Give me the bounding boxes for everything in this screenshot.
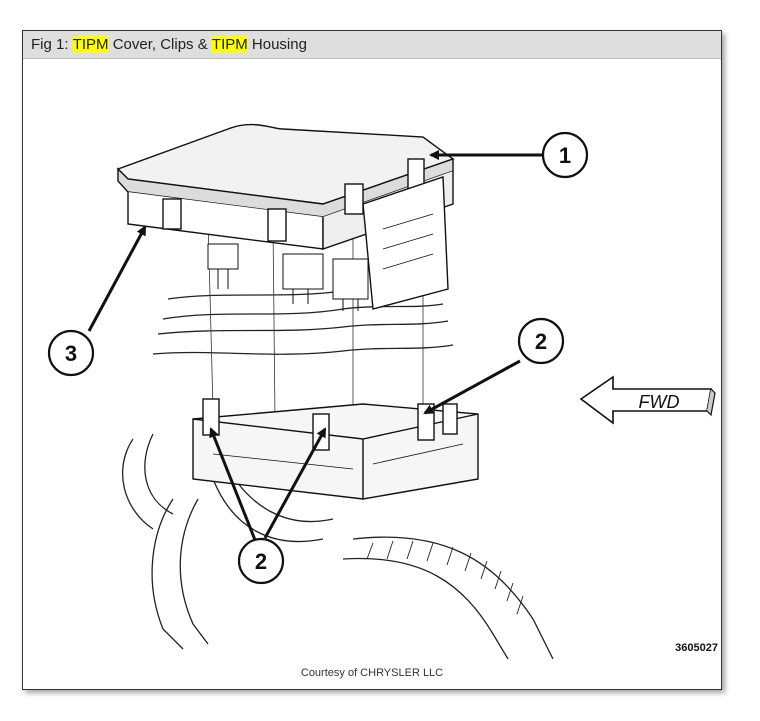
callout-2-bottom-label: 2	[255, 549, 267, 574]
caption-highlight-tipm-1: TIPM	[72, 36, 109, 53]
callout-1: 1	[541, 131, 589, 179]
caption-suffix: Housing	[247, 36, 307, 53]
figure-frame: Fig 1: TIPM Cover, Clips & TIPM Housing	[22, 30, 722, 690]
caption-middle: Cover, Clips &	[108, 36, 212, 53]
figure-caption: Fig 1: TIPM Cover, Clips & TIPM Housing	[23, 31, 721, 59]
figure-number: 3605027	[675, 642, 718, 654]
callout-3: 3	[47, 329, 95, 377]
caption-prefix: Fig 1:	[31, 36, 73, 53]
forward-direction-arrow: FWD	[579, 375, 716, 425]
callout-3-label: 3	[65, 341, 77, 366]
courtesy-credit: Courtesy of CHRYSLER LLC	[300, 667, 444, 679]
callout-1-label: 1	[559, 143, 571, 168]
tipm-exploded-diagram: 1 2 3 2 FWD 3605027	[47, 123, 718, 659]
callout-arrows	[87, 150, 543, 541]
callout-2-bottom: 2	[237, 537, 285, 585]
callout-2-right: 2	[517, 317, 565, 365]
tipm-housing	[192, 398, 479, 500]
fwd-label: FWD	[639, 392, 680, 412]
tipm-cover	[116, 123, 455, 310]
caption-highlight-tipm-2: TIPM	[211, 36, 248, 53]
cover-connectors	[207, 243, 369, 311]
callout-2-right-label: 2	[535, 329, 547, 354]
